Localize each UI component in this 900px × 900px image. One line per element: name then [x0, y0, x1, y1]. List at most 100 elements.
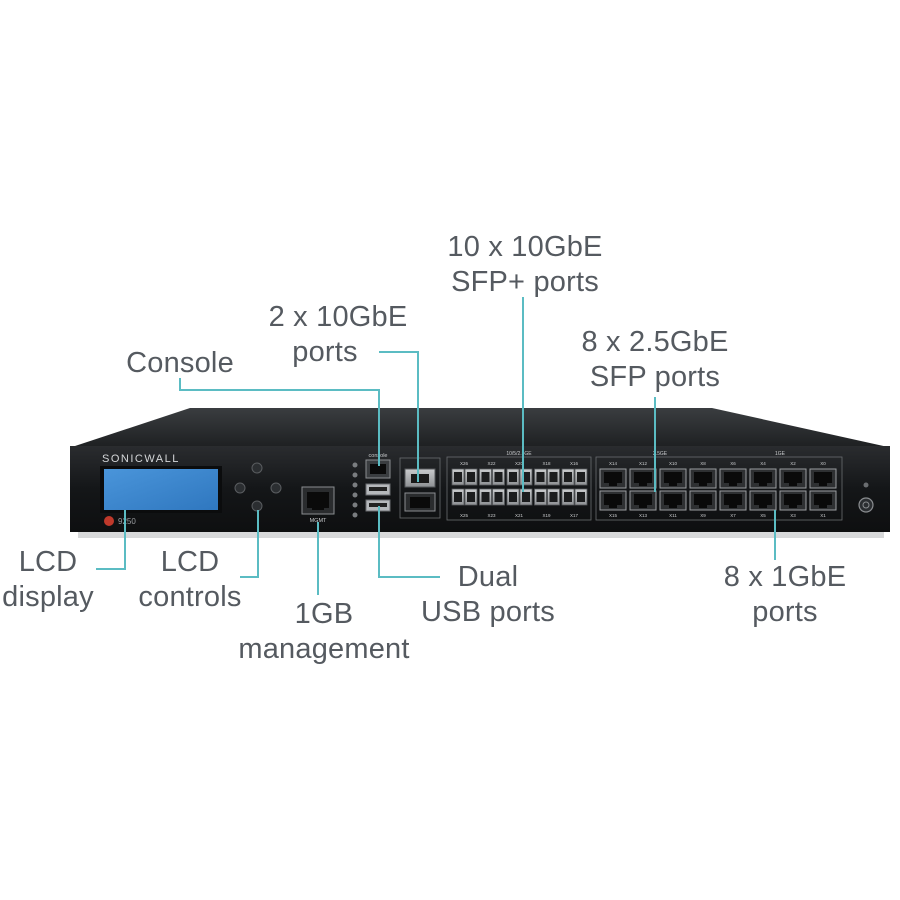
- leader-lcd-controls: [240, 510, 259, 578]
- sfp-plus-port-label: X18: [542, 461, 551, 466]
- callout-sfp-plus-line2: SFP+ ports: [451, 266, 599, 298]
- mgmt-port[interactable]: MGMT: [301, 486, 335, 524]
- callout-mgmt: 1GB management: [226, 597, 422, 667]
- lcd-left-button[interactable]: [234, 482, 246, 494]
- model-badge: 9250: [104, 516, 136, 526]
- sfp-25g-group-label: 2.5GE: [653, 451, 668, 457]
- callout-lcd-controls: LCD controls: [130, 545, 250, 615]
- sfp-25g-port[interactable]: [809, 468, 837, 489]
- sfp-plus-port[interactable]: [479, 468, 505, 486]
- lcd-right-button[interactable]: [270, 482, 282, 494]
- callout-ten-gbe-line1: 2 x 10GbE: [268, 301, 408, 333]
- rj45-port-label: X12: [639, 461, 648, 466]
- rj45-port-label: X13: [639, 513, 648, 518]
- sfp-plus-port[interactable]: [534, 468, 560, 486]
- sfp-25g-port[interactable]: [749, 468, 777, 489]
- status-leds: [352, 462, 358, 518]
- sfp-plus-port[interactable]: [561, 468, 588, 486]
- chassis-top: [72, 408, 888, 447]
- sfp-plus-port-label: X17: [570, 513, 579, 518]
- sfp-plus-port[interactable]: [534, 488, 560, 506]
- callout-gbe-line1: 8 x 1GbE: [723, 561, 847, 593]
- rj45-port-label: X9: [700, 513, 706, 518]
- callout-ten-gbe-line2: ports: [292, 336, 358, 368]
- lcd-up-button[interactable]: [251, 462, 263, 474]
- callout-sfp-25-line2: SFP ports: [589, 361, 721, 393]
- callout-mgmt-line1: 1GB: [294, 598, 354, 630]
- sfp-plus-port[interactable]: [479, 488, 505, 506]
- callout-usb: Dual USB ports: [410, 560, 566, 630]
- callout-sfp-plus-line1: 10 x 10GbE: [447, 231, 603, 263]
- power-led: [863, 482, 869, 488]
- sfp-25g-port[interactable]: [779, 468, 807, 489]
- rj45-port-label: X5: [760, 513, 766, 518]
- rj45-port-label: X6: [730, 461, 736, 466]
- callout-gbe-line2: ports: [752, 596, 818, 628]
- rj45-1g-port[interactable]: [809, 490, 837, 511]
- callout-lcd-display-line2: display: [2, 581, 94, 613]
- callout-sfp-25: 8 x 2.5GbE SFP ports: [560, 325, 750, 395]
- sfp-plus-group-label: 10/5/2.5GE: [506, 451, 532, 457]
- sfp-plus-port-label: X19: [542, 513, 551, 518]
- chassis-shadow: [78, 532, 884, 538]
- rj45-port-label: X10: [669, 461, 678, 466]
- sfp-plus-group: 10/5/2.5GE X26X25X22X23X20X21X18X19X16X1…: [446, 451, 592, 521]
- sfp-plus-port-label: X25: [460, 513, 469, 518]
- callout-lcd-controls-line1: LCD: [160, 546, 220, 578]
- sfp-plus-port-label: X20: [515, 461, 524, 466]
- sfp-plus-port-label: X26: [460, 461, 469, 466]
- callout-lcd-display-line1: LCD: [18, 546, 78, 578]
- copper-group-label: 1GE: [775, 451, 786, 457]
- sfp-plus-port[interactable]: [451, 488, 478, 506]
- power-button[interactable]: [858, 497, 874, 513]
- sfp-25g-group: 2.5GE 1GE X14X15X12X13X10X11X8X9X6X7X4X5…: [595, 451, 843, 521]
- rj45-port-label: X4: [760, 461, 766, 466]
- model-number: 9250: [118, 517, 136, 526]
- callout-sfp-plus: 10 x 10GbE SFP+ ports: [430, 230, 620, 300]
- dell-logo-icon: [104, 516, 114, 526]
- sfp-25g-port[interactable]: [659, 468, 687, 489]
- rj45-port-label: X1: [820, 513, 826, 518]
- callout-usb-line2: USB ports: [421, 596, 555, 628]
- rj45-port-label: X3: [790, 513, 796, 518]
- lcd-down-button[interactable]: [251, 500, 263, 512]
- usb-ports[interactable]: [365, 483, 391, 512]
- sfp-25g-port[interactable]: [719, 468, 747, 489]
- brand-logo: SONICWALL: [102, 453, 180, 465]
- leader-usb: [378, 506, 440, 578]
- callout-ten-gbe: 2 x 10GbE ports: [248, 300, 428, 370]
- lcd-screen: [104, 469, 218, 510]
- callout-gbe: 8 x 1GbE ports: [700, 560, 870, 630]
- mgmt-port-label: MGMT: [310, 518, 327, 524]
- lcd-controls: [234, 462, 282, 512]
- callout-mgmt-line2: management: [238, 633, 410, 665]
- rj45-1g-port[interactable]: [599, 490, 627, 511]
- sfp-25g-port[interactable]: [689, 468, 717, 489]
- callout-usb-line1: Dual: [457, 561, 519, 593]
- rj45-1g-port[interactable]: [749, 490, 777, 511]
- callout-lcd-display: LCD display: [0, 545, 96, 615]
- rj45-1g-port[interactable]: [689, 490, 717, 511]
- rj45-1g-port[interactable]: [779, 490, 807, 511]
- rj45-1g-port[interactable]: [719, 490, 747, 511]
- rj45-port-label: X11: [669, 513, 677, 518]
- rj45-port-label: X14: [609, 461, 618, 466]
- sfp-plus-port-label: X22: [487, 461, 496, 466]
- sfp-25g-port[interactable]: [629, 468, 657, 489]
- leader-ten-gbe: [379, 351, 419, 482]
- rj45-port-label: X2: [790, 461, 796, 466]
- sfp-plus-port-label: X23: [487, 513, 496, 518]
- leader-console: [179, 378, 380, 466]
- sfp-plus-port-label: X21: [515, 513, 524, 518]
- sfp-25g-port[interactable]: [599, 468, 627, 489]
- sfp-plus-port[interactable]: [506, 488, 533, 506]
- sfp-plus-port[interactable]: [561, 488, 588, 506]
- rj45-port-label: X0: [820, 461, 826, 466]
- sfp-plus-port[interactable]: [451, 468, 478, 486]
- leader-lcd-display: [96, 510, 126, 570]
- rj45-port-label: X7: [730, 513, 736, 518]
- rj45-1g-port[interactable]: [629, 490, 657, 511]
- rj45-1g-port[interactable]: [659, 490, 687, 511]
- callout-sfp-25-line1: 8 x 2.5GbE: [581, 326, 729, 358]
